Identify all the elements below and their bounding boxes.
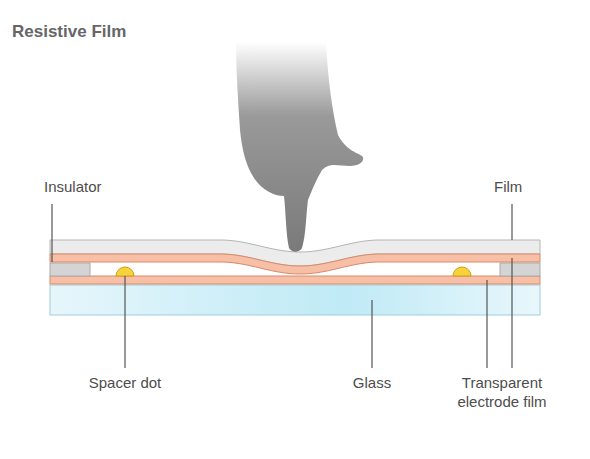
insulator-block: [50, 263, 90, 276]
leader-line: [511, 258, 512, 368]
leader-line: [486, 280, 487, 368]
part-label: Glass: [332, 373, 412, 392]
insulator-block: [500, 263, 540, 276]
spacer-dot: [453, 267, 471, 276]
leader-line: [371, 300, 372, 368]
electrode-film: [50, 254, 540, 274]
electrode-film: [50, 276, 540, 284]
title: Resistive Film: [12, 22, 126, 42]
leader-line: [511, 204, 512, 240]
spacer-dot: [116, 267, 134, 276]
part-label: Transparent electrode film: [446, 373, 558, 411]
glass-plate: [50, 285, 540, 315]
part-label: Insulator: [44, 177, 102, 196]
leader-line: [124, 276, 125, 368]
leader-line: [51, 204, 52, 262]
part-label: Spacer dot: [65, 373, 185, 392]
part-label: Film: [494, 177, 522, 196]
finger: [236, 42, 363, 252]
